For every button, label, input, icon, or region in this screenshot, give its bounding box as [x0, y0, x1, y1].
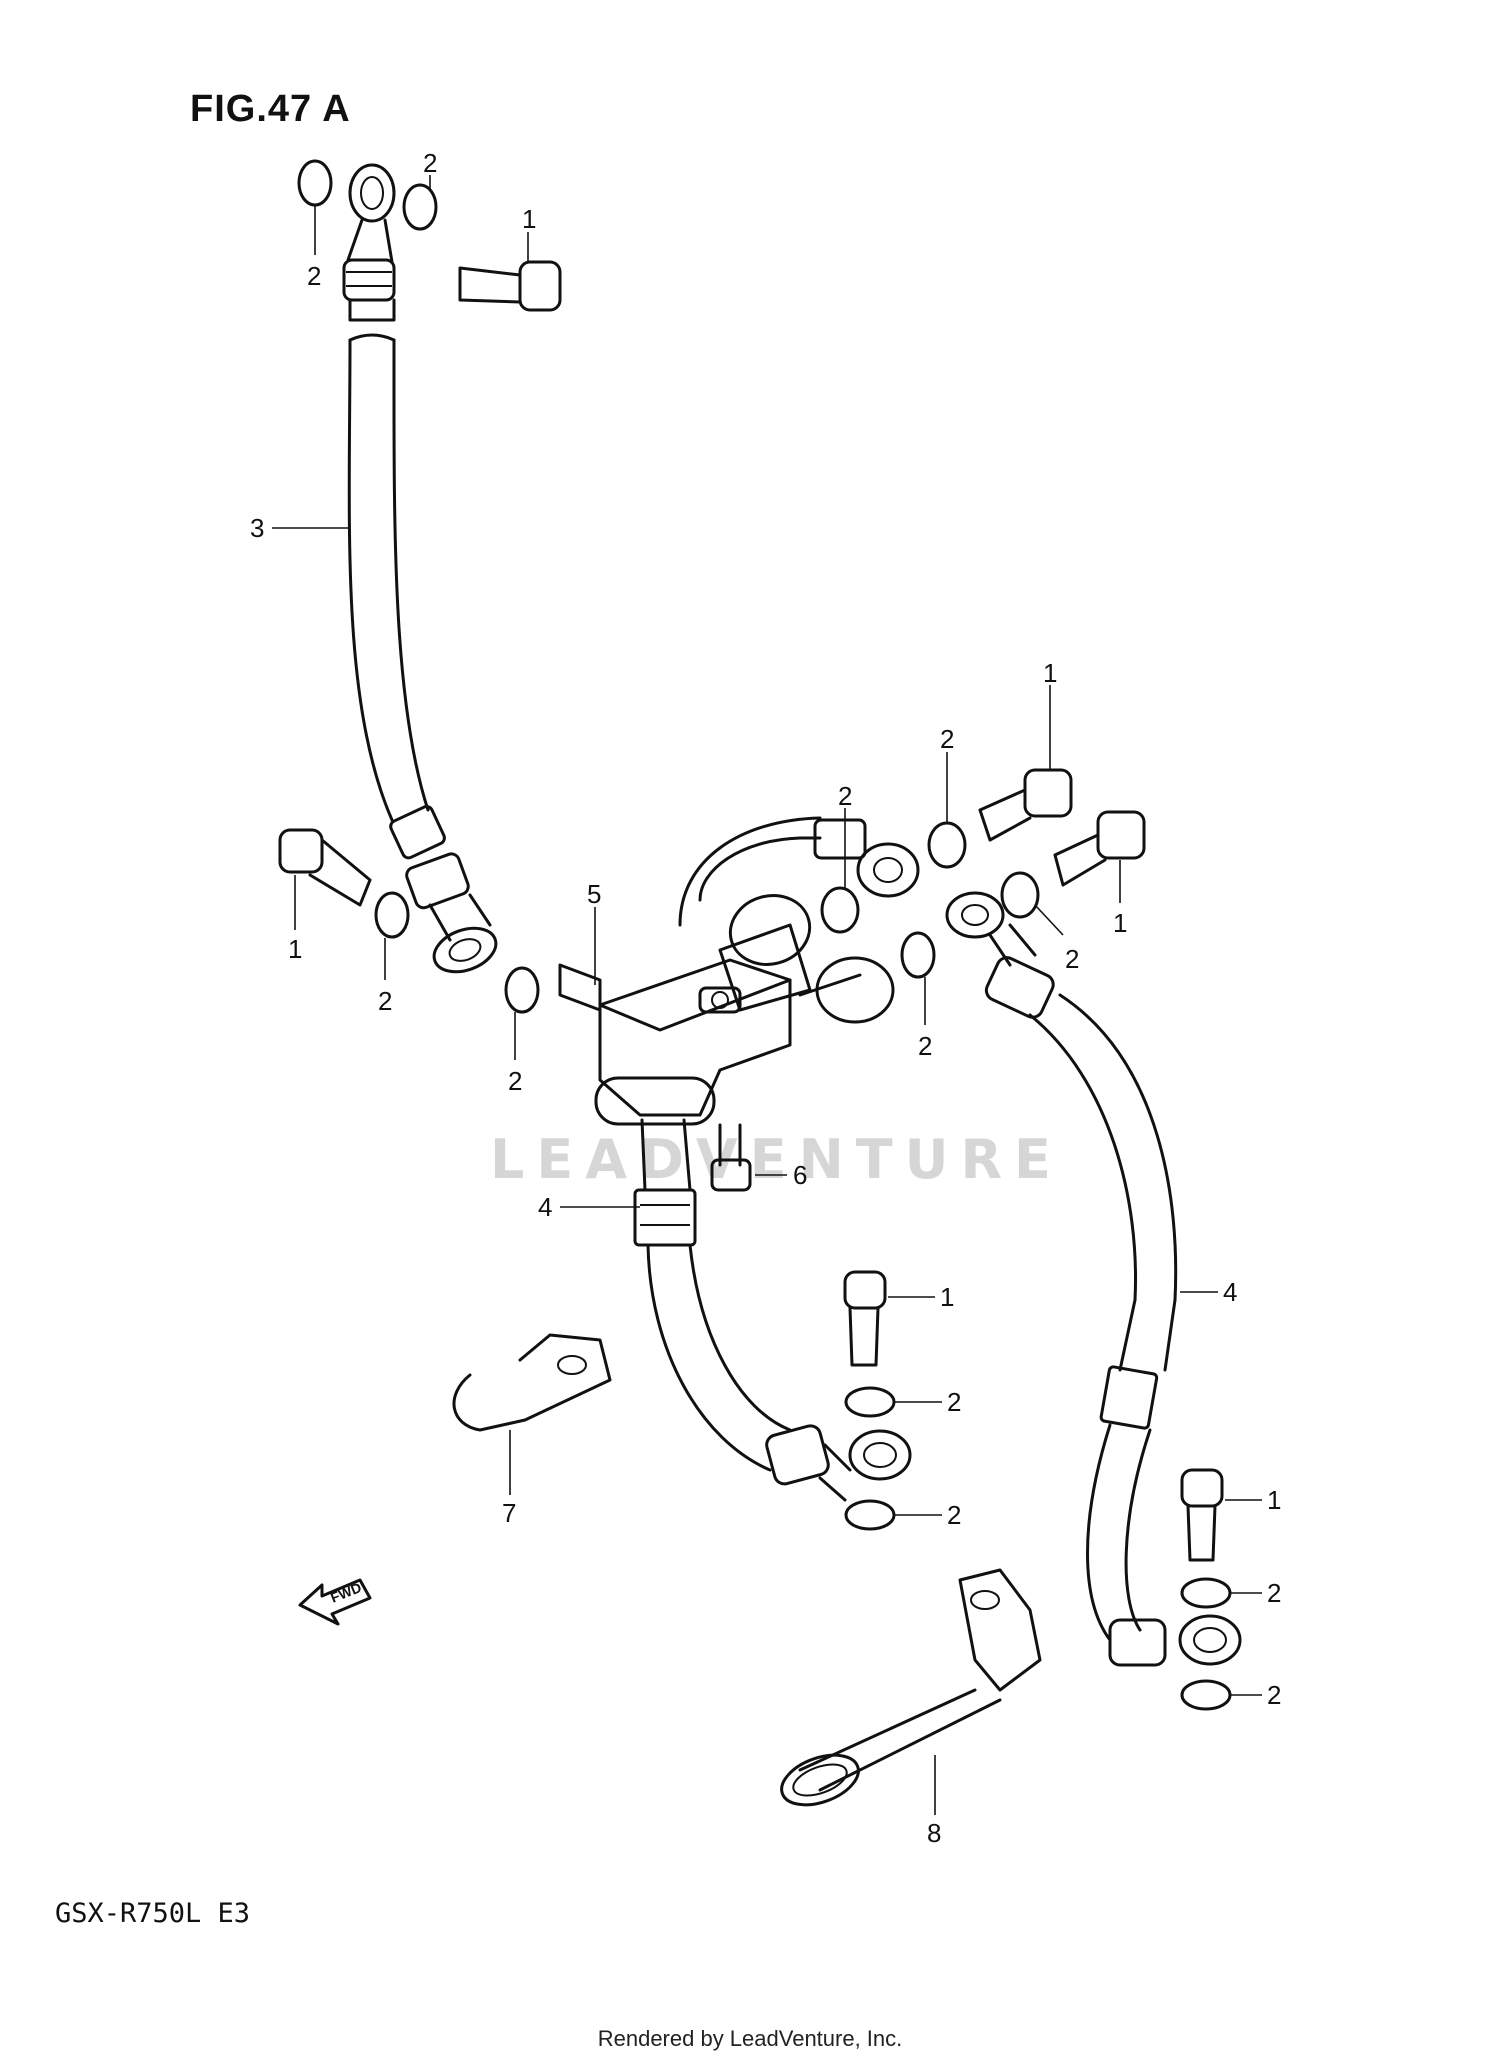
callout-5: 5 [587, 879, 601, 909]
callout-2: 2 [1267, 1578, 1281, 1608]
model-code: GSX-R750L E3 [55, 1898, 251, 1929]
callout-1: 1 [288, 934, 302, 964]
brake-hose-lower-right [678, 816, 1242, 1667]
callout-2: 2 [378, 986, 392, 1016]
banjo-bolt-lower-right [1180, 1468, 1224, 1562]
callout-1: 1 [940, 1282, 954, 1312]
callout-2: 2 [1267, 1680, 1281, 1710]
callout-2: 2 [940, 724, 954, 754]
callout-1: 1 [1267, 1485, 1281, 1515]
leader-lines [272, 175, 1262, 1815]
callout-2: 2 [947, 1500, 961, 1530]
banjo-bolt-right-a [978, 768, 1073, 842]
callout-2: 2 [1065, 944, 1079, 974]
callout-2: 2 [918, 1031, 932, 1061]
figure-title: FIG.47 A [190, 88, 351, 130]
brake-hose-upper [342, 163, 498, 974]
banjo-bolt-lower-left [843, 1270, 887, 1367]
brake-hose-joint [558, 894, 895, 1126]
footer-credit: Rendered by LeadVenture, Inc. [597, 2026, 903, 2051]
callout-2: 2 [838, 781, 852, 811]
callout-2: 2 [508, 1066, 522, 1096]
callout-4: 4 [1223, 1277, 1237, 1307]
callout-8: 8 [927, 1818, 941, 1848]
callout-4: 4 [538, 1192, 552, 1222]
callout-1: 1 [1043, 658, 1057, 688]
clamp-7 [452, 1333, 612, 1432]
callout-2: 2 [423, 148, 437, 178]
callout-2: 2 [307, 261, 321, 291]
callout-1: 1 [522, 204, 536, 234]
watermark: LEADVENTURE [490, 1128, 1063, 1191]
callout-7: 7 [502, 1498, 516, 1528]
bracket-8 [780, 1568, 1042, 1807]
callout-3: 3 [250, 513, 264, 543]
callout-6: 6 [793, 1160, 807, 1190]
callouts: 1 2 2 3 1 2 2 5 2 2 1 1 2 2 6 4 4 1 2 2 … [250, 148, 1281, 1848]
fwd-arrow-icon: FWD [298, 1578, 372, 1626]
banjo-bolt-top [458, 260, 562, 312]
banjo-bolt-left [278, 828, 372, 907]
callout-2: 2 [947, 1387, 961, 1417]
brake-hose-lower-left [633, 1118, 912, 1502]
banjo-bolt-right-b [1053, 810, 1146, 887]
callout-1: 1 [1113, 908, 1127, 938]
bolt-6 [710, 1123, 752, 1192]
